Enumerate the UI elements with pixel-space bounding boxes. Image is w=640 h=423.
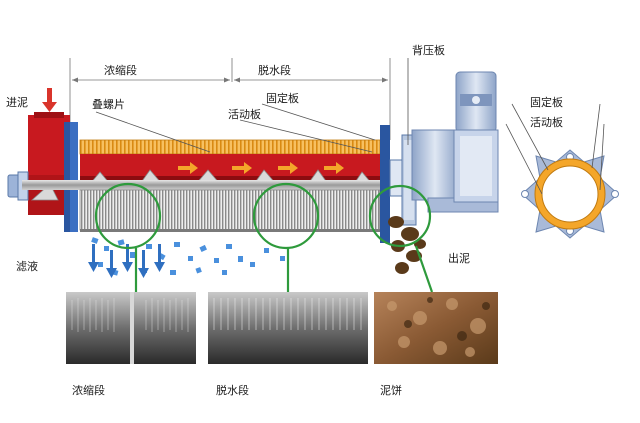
stacked-screw-plates-label: 叠螺片 — [92, 98, 125, 111]
photo-sludge-cake — [374, 292, 498, 364]
ring-moving-plate-label: 活动板 — [530, 115, 563, 129]
sludge-discharge — [388, 216, 426, 274]
screw-shaft — [22, 180, 402, 190]
dewatering-zone-label: 脱水段 — [258, 63, 291, 77]
inlet-hopper — [28, 112, 78, 232]
plate-cross-section — [521, 149, 619, 239]
flow-arrows — [178, 162, 344, 174]
photo-cake-caption: 泥饼 — [380, 383, 402, 397]
photo-dewatering-zone — [208, 292, 368, 364]
sludge-out-label: 出泥 — [448, 251, 470, 265]
filtrate-arrows — [88, 244, 165, 278]
screen-section — [79, 189, 381, 232]
callout-circles — [94, 182, 434, 293]
moving-plate-label: 活动板 — [228, 107, 261, 121]
drive-motor — [411, 71, 499, 213]
fixed-plate-strip — [79, 139, 381, 180]
leader-lines — [95, 58, 605, 195]
fixed-plate-label: 固定板 — [266, 91, 299, 105]
ring-fixed-plate-label: 固定板 — [530, 95, 563, 109]
inlet-label: 进泥 — [6, 96, 28, 109]
filtrate-label: 滤液 — [16, 259, 38, 273]
photo-thickening-caption: 浓缩段 — [72, 383, 105, 397]
inlet-arrow-icon — [42, 88, 57, 112]
filtrate-drops — [91, 237, 285, 276]
photo-dewatering-caption: 脱水段 — [216, 383, 249, 397]
thickening-zone-label: 浓缩段 — [104, 63, 137, 77]
back-pressure-plate-label: 背压板 — [412, 43, 445, 57]
photo-thickening-zone — [66, 292, 196, 364]
